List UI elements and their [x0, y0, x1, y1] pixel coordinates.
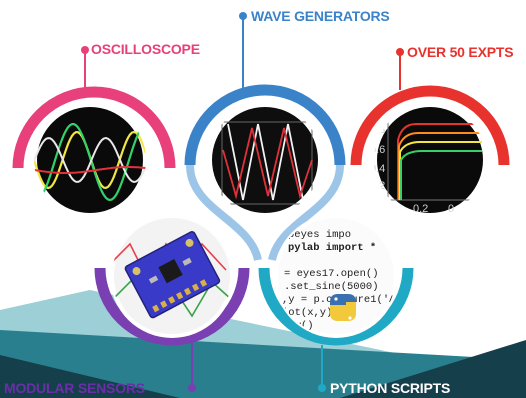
code-line: .set_sine(5000) — [284, 281, 379, 293]
bg-dark-shape-right — [340, 340, 526, 398]
over-50-expts-ring — [350, 85, 510, 166]
python-code-icon: peyes impo pylab import * = eyes17.open(… — [274, 214, 398, 338]
modular-sensors-label: MODULAR SENSORS — [4, 380, 145, 396]
sensor-board-icon — [110, 214, 234, 338]
step-response-plot-icon: 0.8 0.6 0.4 0.2 0.2 0 — [370, 103, 487, 217]
bg-teal-shape — [0, 330, 526, 398]
plot-tick-x: 0 — [448, 203, 454, 215]
code-line: = eyes17.open() — [284, 268, 379, 280]
over-50-expts-label: OVER 50 EXPTS — [407, 44, 514, 60]
bg-dark-shape — [0, 355, 180, 398]
python-scripts-ring — [258, 267, 414, 346]
oscilloscope-label: OSCILLOSCOPE — [91, 41, 200, 57]
code-line: lot(x,y) — [282, 307, 332, 319]
plot-tick-x: 0.2 — [413, 203, 428, 215]
python-scripts-label: PYTHON SCRIPTS — [330, 380, 451, 396]
leader-lines — [81, 12, 404, 392]
wave-generators-label: WAVE GENERATORS — [251, 8, 390, 24]
modular-sensors-ring — [94, 267, 250, 346]
code-line: pylab import * — [288, 242, 376, 254]
oscilloscope-ring — [12, 86, 176, 169]
connector-arc — [186, 164, 262, 262]
plot-tick-y: 0.6 — [370, 144, 385, 156]
plot-tick-y: 0.4 — [370, 163, 385, 175]
triangle-wave-icon — [208, 103, 322, 217]
connector-arc-2 — [268, 164, 344, 262]
python-logo-icon — [330, 294, 356, 321]
code-line: peyes impo — [288, 229, 351, 241]
oscilloscope-screen-icon — [33, 103, 147, 217]
wave-generators-ring — [184, 84, 346, 166]
